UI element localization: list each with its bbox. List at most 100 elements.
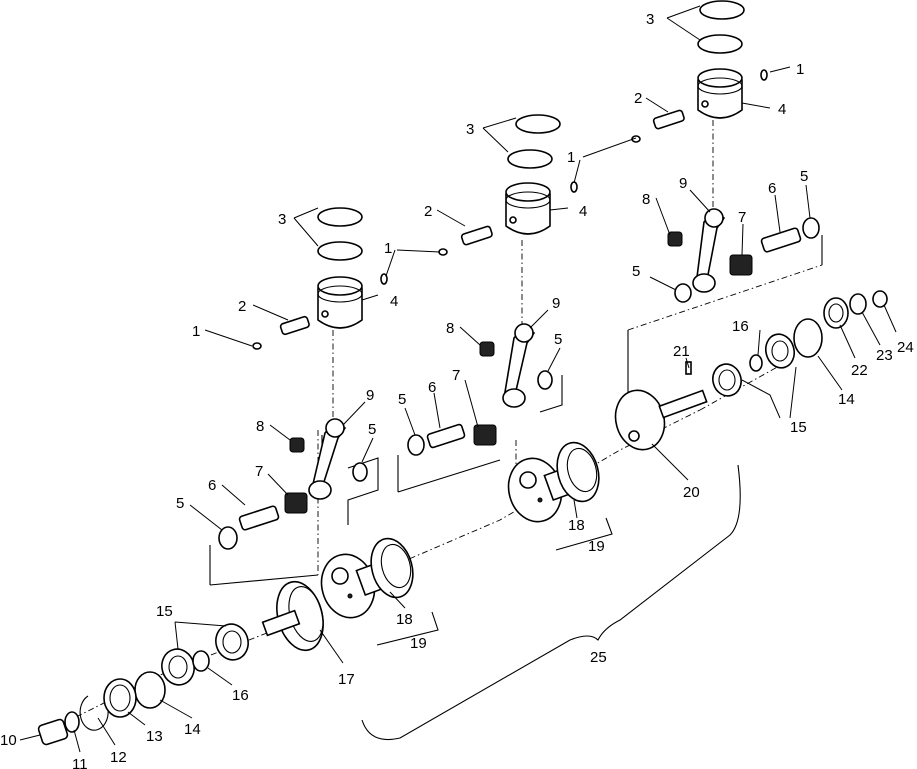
bracket-25 (361, 464, 741, 741)
thrust-washer-right-b (674, 283, 692, 303)
thrust-washer-middle-a (407, 434, 425, 456)
left-cylinder-group (218, 207, 388, 550)
callout-3-middle: 3 (466, 121, 474, 138)
bracket-19-middle (555, 517, 613, 551)
callout-5-middle-b: 5 (554, 331, 562, 348)
leader-lines (19, 5, 897, 753)
brackets (361, 464, 741, 741)
callout-16-right: 16 (732, 318, 749, 335)
piston-pin-left (279, 315, 310, 336)
pin-clip-left-b (380, 273, 388, 285)
callout-25: 25 (590, 649, 607, 666)
piston-pin-middle (460, 225, 493, 246)
crank-web-20 (614, 389, 666, 451)
piston-ring-bottom-left (317, 241, 363, 261)
needle-bearing-small-right (667, 231, 683, 247)
needle-bearing-small-middle (479, 341, 495, 357)
needle-bearing-small-left (289, 437, 305, 453)
needle-bearing-large-left (284, 492, 308, 514)
piston-ring-bottom-right (697, 34, 743, 54)
callout-12: 12 (110, 749, 127, 766)
callout-7-left: 7 (255, 463, 263, 480)
callout-6-right: 6 (768, 180, 776, 197)
callout-4-right: 4 (778, 101, 786, 118)
right-cylinder-group (631, 0, 820, 303)
callout-11: 11 (72, 756, 88, 769)
callout-23: 23 (876, 347, 893, 364)
callout-17: 17 (338, 671, 355, 688)
bearing-spacer-middle (426, 423, 466, 449)
callout-8-middle: 8 (446, 320, 454, 337)
callout-2-right: 2 (634, 90, 642, 107)
callout-14-right: 14 (838, 391, 855, 408)
callout-10: 10 (0, 732, 17, 749)
callout-19-middle: 19 (588, 538, 605, 555)
washer-16-right (749, 354, 763, 372)
thrust-washer-left-a (218, 526, 238, 550)
thrust-washer-left-b (352, 462, 368, 482)
callout-5-right-a: 5 (800, 168, 808, 185)
callout-3-left: 3 (278, 211, 286, 228)
callout-5-right-b: 5 (632, 263, 640, 280)
piston-middle (505, 193, 551, 235)
crank-flywheel-left-b (370, 537, 414, 599)
callout-labels: 3 3 3 2 2 2 1 1 1 4 4 4 1 8 8 8 9 9 9 7 … (0, 11, 914, 769)
snap-ring-14-right (793, 318, 823, 358)
washer-16-left (192, 650, 210, 672)
callout-9-middle: 9 (552, 295, 560, 312)
main-bearing-right-a (712, 363, 742, 397)
callout-20: 20 (683, 484, 700, 501)
needle-bearing-large-right (729, 254, 753, 276)
seal-22 (823, 297, 849, 329)
callout-18-left: 18 (396, 611, 413, 628)
callout-9-left: 9 (366, 387, 374, 404)
pin-clip-left-a (252, 342, 262, 350)
callout-6-middle: 6 (428, 379, 436, 396)
needle-bearing-large-middle (473, 424, 497, 446)
callout-18-middle: 18 (568, 517, 585, 534)
callout-8-left: 8 (256, 418, 264, 435)
bearing-spacer-right (760, 227, 802, 253)
crank-flywheel-middle-b (556, 441, 600, 503)
callout-15-right: 15 (790, 419, 807, 436)
callout-1-left: 1 (192, 323, 200, 340)
callout-4-middle: 4 (579, 203, 587, 220)
callout-15-left: 15 (156, 603, 173, 620)
piston-ring-top-right (699, 0, 745, 20)
callout-5-left-b: 5 (368, 421, 376, 438)
callout-8-right: 8 (642, 191, 650, 208)
callout-1-right-a: 1 (567, 149, 575, 166)
callout-22: 22 (851, 362, 868, 379)
callout-13: 13 (146, 728, 163, 745)
pin-clip-middle-a (438, 248, 448, 256)
main-bearing-right-b (764, 333, 796, 369)
group-outlines (209, 235, 823, 586)
pin-clip-right-b (760, 69, 768, 81)
callout-4-left: 4 (390, 293, 398, 310)
piston-ring-top-left (317, 207, 363, 227)
thrust-washer-middle-b (537, 370, 553, 390)
callout-7-right: 7 (738, 209, 746, 226)
callout-6-left: 6 (208, 477, 216, 494)
callout-2-left: 2 (238, 298, 246, 315)
callout-9-right: 9 (679, 175, 687, 192)
washer-11 (64, 711, 80, 733)
circlip-12 (79, 695, 109, 731)
main-bearing-left-a (215, 623, 249, 661)
middle-cylinder-group (407, 114, 578, 456)
callout-7-middle: 7 (452, 367, 460, 384)
right-end-parts (712, 290, 888, 397)
callout-16-left: 16 (232, 687, 249, 704)
washer-23 (849, 293, 867, 315)
bracket-19-left (376, 611, 439, 646)
callout-21: 21 (673, 343, 690, 360)
callout-2-middle: 2 (424, 203, 432, 220)
piston-left (317, 287, 363, 329)
bearing-spacer-left (238, 505, 280, 531)
seal-13-left (103, 678, 137, 718)
callout-3-right: 3 (646, 11, 654, 28)
nut-24 (872, 290, 888, 308)
piston-pin-right (652, 109, 685, 130)
piston-ring-top-middle (515, 114, 561, 134)
